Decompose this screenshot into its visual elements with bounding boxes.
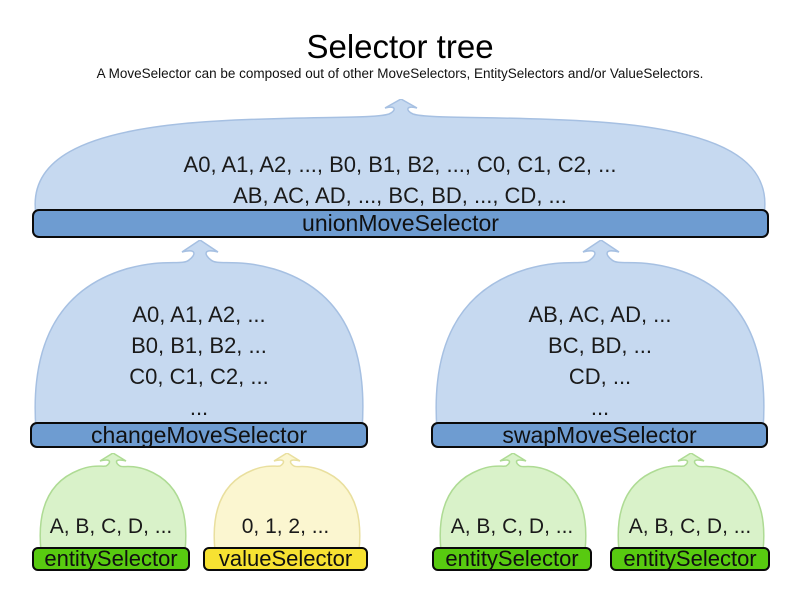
change-move-selector-bar: changeMoveSelector (30, 422, 368, 448)
up-arrow-icon (617, 453, 765, 551)
union-cloud-arrow-shape (34, 99, 766, 215)
change-moves-line3: C0, C1, C2, ... (129, 364, 269, 389)
union-move-selector-label: unionMoveSelector (302, 210, 499, 236)
up-arrow-icon (439, 453, 587, 551)
swap-move-selector-label: swapMoveSelector (502, 421, 697, 448)
up-arrow-icon (34, 240, 364, 430)
entity-selector-label-1: entitySelector (44, 546, 178, 571)
value-selector-label: valueSelector (218, 546, 353, 571)
change-moves-text: A0, A1, A2, ... B0, B1, B2, ... C0, C1, … (28, 299, 370, 423)
change-cloud-arrow-shape (34, 240, 364, 430)
union-move-selector-bar: unionMoveSelector (32, 209, 769, 238)
up-arrow-icon (213, 453, 361, 551)
change-move-selector-label: changeMoveSelector (90, 421, 308, 448)
swap-move-selector-bar: swapMoveSelector (431, 422, 768, 448)
up-arrow-icon (39, 453, 187, 551)
entity3-cloud-arrow-shape (617, 453, 765, 551)
entity-selector-bar-3: entitySelector (610, 547, 770, 571)
entity-selector-label-2: entitySelector (445, 546, 579, 571)
entity2-values-text: A, B, C, D, ... (450, 515, 574, 538)
up-arrow-icon (34, 99, 766, 215)
entity-selector-bar-1: entitySelector (32, 547, 190, 571)
entity1-values-text: A, B, C, D, ... (49, 515, 173, 538)
change-moves-ellipsis: ... (189, 395, 209, 420)
swap-moves-text: AB, AC, AD, ... BC, BD, ... CD, ... ... (429, 299, 771, 423)
swap-moves-line1: AB, AC, AD, ... (528, 302, 672, 327)
entity-selector-label-3: entitySelector (623, 546, 757, 571)
up-arrow-icon (435, 240, 765, 430)
union-moves-text-line2: AB, AC, AD, ..., BC, BD, ..., CD, ... (233, 183, 567, 208)
change-moves-line1: A0, A1, A2, ... (132, 302, 266, 327)
swap-moves-line2: BC, BD, ... (548, 333, 652, 358)
swap-moves-line3: CD, ... (568, 364, 632, 389)
value1-cloud-arrow-shape (213, 453, 361, 551)
union-moves-text-line1: A0, A1, A2, ..., B0, B1, B2, ..., C0, C1… (183, 152, 617, 177)
swap-cloud-arrow-shape (435, 240, 765, 430)
value1-values-text: 0, 1, 2, ... (241, 515, 330, 538)
page-subtitle: A MoveSelector can be composed out of ot… (96, 66, 704, 81)
entity1-cloud-arrow-shape (39, 453, 187, 551)
change-moves-line2: B0, B1, B2, ... (131, 333, 267, 358)
value-selector-bar: valueSelector (203, 547, 368, 571)
entity2-cloud-arrow-shape (439, 453, 587, 551)
swap-moves-ellipsis: ... (590, 395, 610, 420)
entity3-values-text: A, B, C, D, ... (628, 515, 752, 538)
entity-selector-bar-2: entitySelector (432, 547, 592, 571)
page-title: Selector tree (306, 28, 494, 65)
